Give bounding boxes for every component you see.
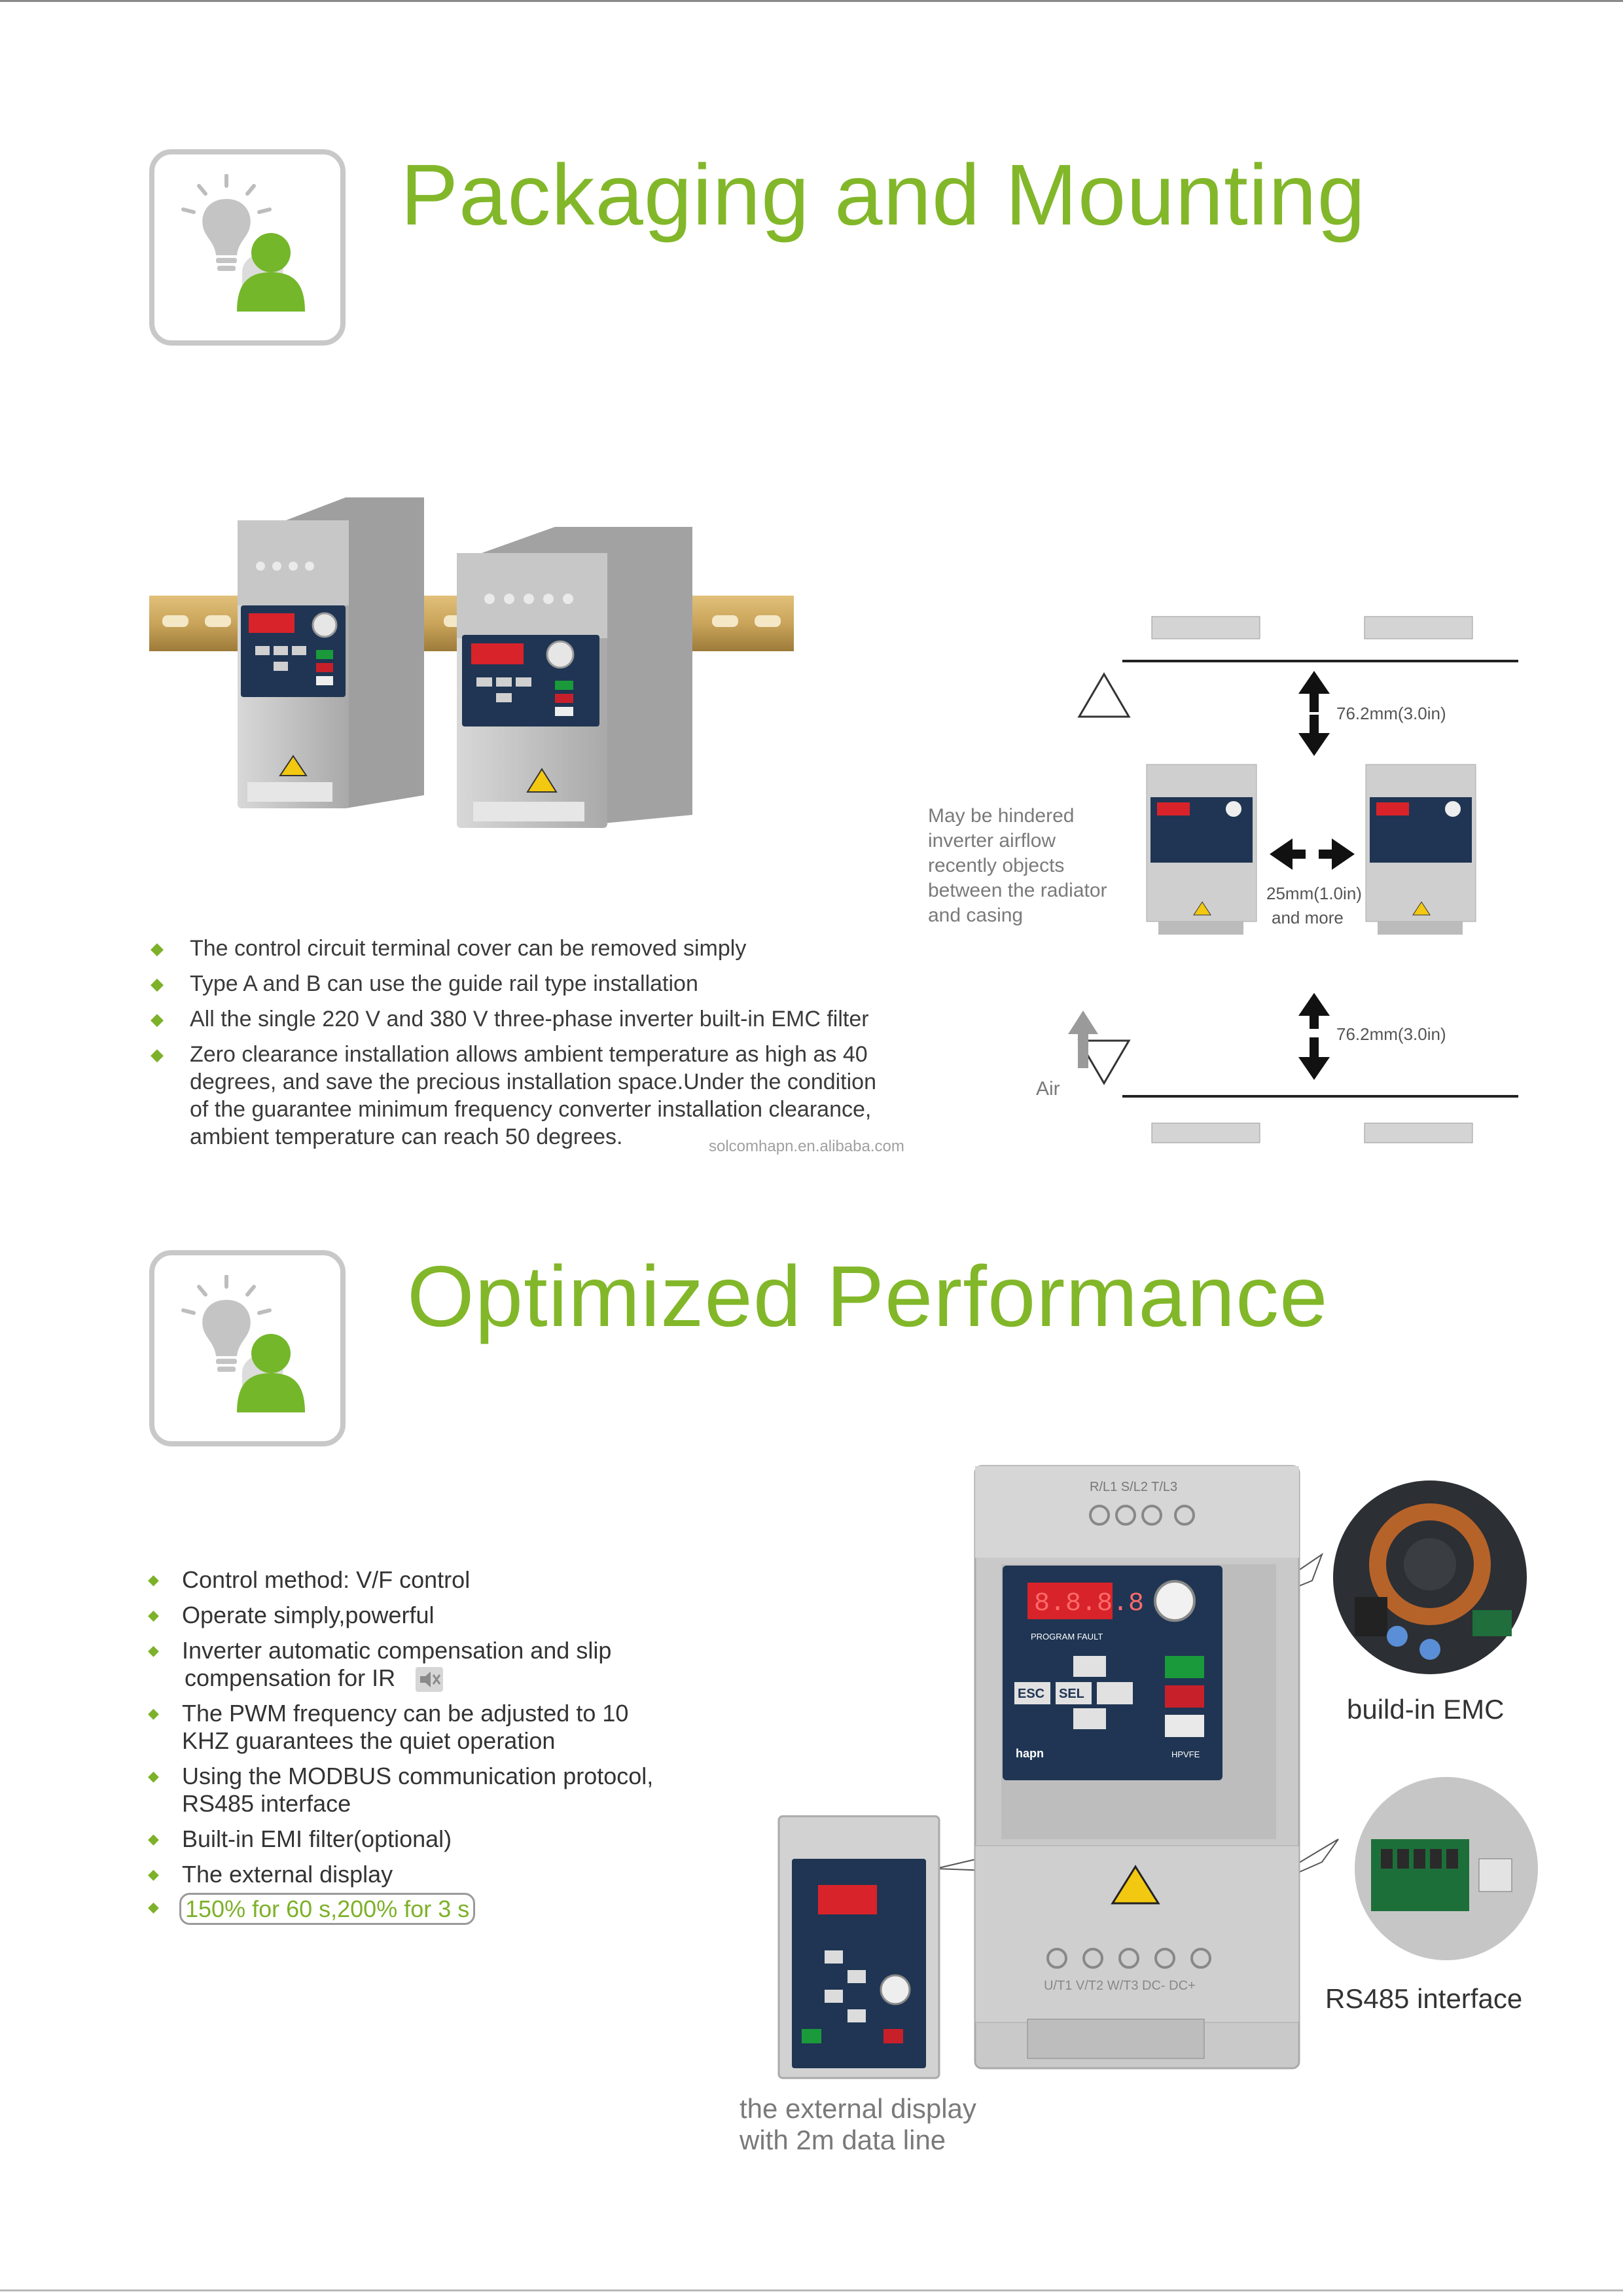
- person-icon: [237, 1334, 305, 1412]
- top-terminal-text: R/L1 S/L2 T/L3: [1090, 1480, 1177, 1494]
- performance-product-image: R/L1 S/L2 T/L3 8.8.8.8 PROGRAM FAULT ESC…: [777, 1465, 1538, 2079]
- side-clearance-label: 25mm(1.0in): [1266, 884, 1362, 903]
- watermark: solcomhapn.en.alibaba.com: [709, 1138, 904, 1155]
- air-label: Air: [1036, 1078, 1060, 1100]
- sound-off-icon: [416, 1667, 444, 1693]
- list-item: ◆Operate simply,powerful: [148, 1602, 435, 1628]
- overload-highlight: 150% for 60 s,200% for 3 s: [179, 1893, 476, 1925]
- external-display-caption: the external display: [740, 2093, 976, 2124]
- list-item: ◆Zero clearance installation allows ambi…: [151, 1042, 868, 1067]
- panel-label: PROGRAM FAULT: [1031, 1632, 1103, 1641]
- section1-title: Packaging and Mounting: [401, 147, 1366, 243]
- emc-closeup-image: [1333, 1480, 1527, 1674]
- airflow-note: May be hindered inverter airflow recentl…: [928, 805, 1107, 926]
- arrow-up-icon: [1298, 671, 1330, 712]
- bullet-icon: ◆: [151, 939, 164, 958]
- warning-icon: [1111, 1865, 1160, 1905]
- list-item: ◆Control method: V/F control: [148, 1566, 471, 1593]
- arrow-up-icon: [1068, 1011, 1098, 1068]
- list-item-continuation: ambient temperature can reach 50 degrees…: [190, 1124, 623, 1149]
- bullet-icon: ◆: [148, 1607, 159, 1623]
- rs485-closeup-image: [1355, 1777, 1538, 1960]
- list-item: ◆Inverter automatic compensation and sli…: [148, 1637, 612, 1664]
- svg-text:8.8.8.8: 8.8.8.8: [1034, 1589, 1144, 1619]
- lightbulb-icon: [202, 199, 251, 255]
- bullet-icon: ◆: [151, 974, 164, 994]
- list-item-continuation: of the guarantee minimum frequency conve…: [190, 1097, 872, 1122]
- arrow-down-icon: [1298, 715, 1330, 756]
- list-item: ◆All the single 220 V and 380 V three-ph…: [151, 1007, 869, 1031]
- arrow-down-icon: [1298, 1037, 1330, 1080]
- section2-bullet-list: ◆Control method: V/F control ◆Operate si…: [148, 1566, 719, 1932]
- esc-key-label: ESC: [1018, 1687, 1044, 1701]
- bullet-icon: ◆: [148, 1768, 159, 1784]
- list-item: ◆The external display: [148, 1861, 393, 1888]
- sel-key-label: SEL: [1059, 1687, 1084, 1701]
- section1-badge: [149, 149, 346, 346]
- external-display-image: [777, 1815, 940, 2079]
- arrow-right-icon: [1319, 838, 1355, 870]
- lightbulb-person-icon: [181, 1275, 305, 1412]
- bullet-icon: ◆: [151, 1045, 164, 1064]
- bottom-clearance-label: 76.2mm(3.0in): [1336, 1024, 1446, 1044]
- list-item-continuation: RS485 interface: [182, 1790, 351, 1817]
- top-rule: [0, 0, 1623, 2]
- bottom-rule: [0, 2289, 1623, 2291]
- section2-title: Optimized Performance: [407, 1248, 1329, 1344]
- din-rail-product-image: [149, 497, 794, 828]
- lightbulb-person-icon: [181, 174, 305, 312]
- list-item: ◆Using the MODBUS communication protocol…: [148, 1763, 654, 1789]
- bullet-icon: ◆: [148, 1571, 159, 1588]
- emc-caption: build-in EMC: [1347, 1694, 1505, 1725]
- bullet-icon: ◆: [151, 1009, 164, 1029]
- section1-bullet-list: ◆The control circuit terminal cover can …: [151, 935, 942, 1157]
- list-item: ◆Type A and B can use the guide rail typ…: [151, 971, 698, 996]
- triangle-down-icon: [1077, 1039, 1131, 1085]
- bottom-terminal-text: U/T1 V/T2 W/T3 DC- DC+: [1044, 1979, 1196, 1993]
- side-clearance-sub: and more: [1272, 908, 1344, 927]
- clearance-diagram: [1068, 616, 1518, 1143]
- external-display-caption-line2: with 2m data line: [740, 2125, 946, 2155]
- section2-badge: [149, 1250, 346, 1446]
- lightbulb-icon: [202, 1300, 251, 1356]
- list-item-continuation: compensation for IR: [185, 1664, 444, 1693]
- list-item: ◆Built-in EMI filter(optional): [148, 1825, 452, 1852]
- person-icon: [237, 233, 305, 312]
- model-label: HPVFE: [1171, 1749, 1200, 1759]
- list-item: ◆ 150% for 60 s,200% for 3 s: [148, 1893, 476, 1925]
- list-item-continuation: KHZ guarantees the quiet operation: [182, 1727, 556, 1754]
- bullet-icon: ◆: [148, 1899, 159, 1915]
- brand-label: hapn: [1016, 1747, 1044, 1760]
- list-item: ◆The control circuit terminal cover can …: [151, 936, 747, 961]
- list-item: ◆The PWM frequency can be adjusted to 10: [148, 1700, 629, 1727]
- bullet-icon: ◆: [148, 1831, 159, 1847]
- bullet-icon: ◆: [148, 1866, 159, 1882]
- arrow-up-icon: [1298, 993, 1330, 1029]
- bullet-icon: ◆: [148, 1642, 159, 1659]
- triangle-up-icon: [1077, 672, 1131, 718]
- list-item-continuation: degrees, and save the precious installat…: [190, 1069, 877, 1094]
- arrow-left-icon: [1270, 838, 1306, 870]
- rs485-caption: RS485 interface: [1325, 1983, 1523, 2014]
- top-clearance-label: 76.2mm(3.0in): [1336, 704, 1446, 723]
- bullet-icon: ◆: [148, 1705, 159, 1721]
